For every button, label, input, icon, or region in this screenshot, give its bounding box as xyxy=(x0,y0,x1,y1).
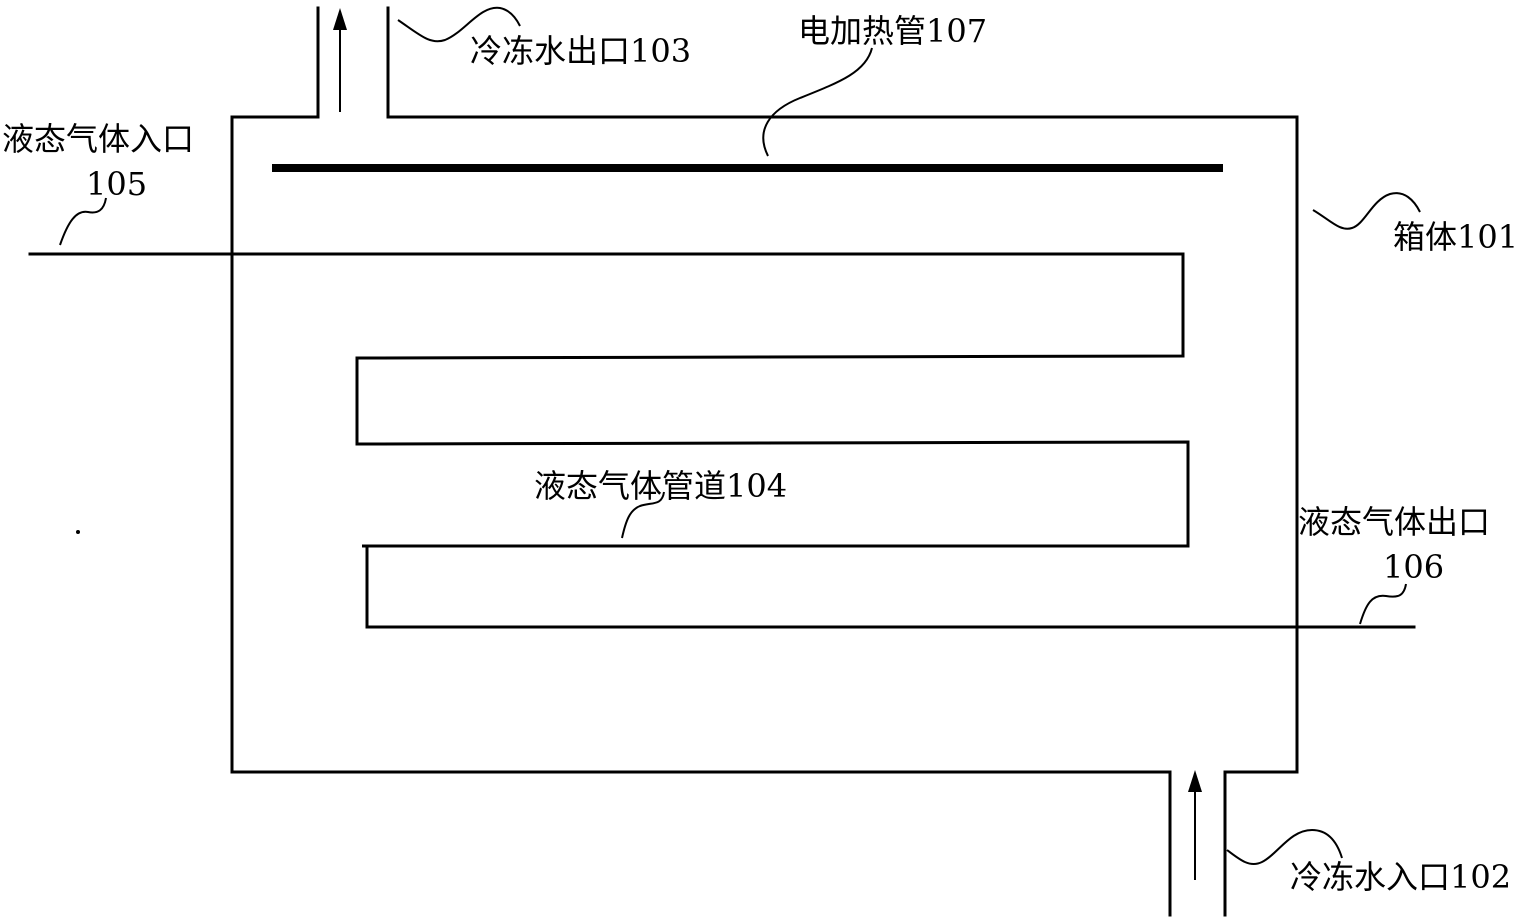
label-liquid-gas-outlet-line2: 106 xyxy=(1383,548,1444,586)
label-liquid-gas-inlet-line2: 105 xyxy=(86,165,147,203)
chilled-water-inlet-pipe xyxy=(1168,770,1227,917)
label-liquid-gas-inlet-line1: 液态气体入口 xyxy=(2,120,194,158)
leader-chilled-water-outlet xyxy=(397,6,521,43)
leader-liquid-gas-pipe xyxy=(621,491,665,539)
leader-electric-heater xyxy=(762,47,873,157)
label-box: 箱体101 xyxy=(1393,218,1518,256)
label-chilled-water-inlet: 冷冻水入口102 xyxy=(1290,858,1511,896)
box-101 xyxy=(230,115,1299,774)
liquid-gas-pipeline xyxy=(28,252,1416,629)
leader-chilled-water-inlet xyxy=(1226,828,1343,866)
box-outline-right-part xyxy=(386,115,1299,774)
leader-liquid-gas-inlet xyxy=(59,197,107,246)
label-liquid-gas-pipe: 液态气体管道104 xyxy=(534,467,787,505)
leader-lines xyxy=(59,6,1421,866)
leader-box xyxy=(1312,192,1421,230)
label-electric-heater: 电加热管107 xyxy=(798,12,987,50)
chilled-water-outlet-pipe xyxy=(316,6,390,119)
label-liquid-gas-outlet-line1: 液态气体出口 xyxy=(1298,503,1490,541)
up-arrow-icon xyxy=(333,8,347,30)
stray-dot xyxy=(76,530,80,534)
box-outline-left-part xyxy=(230,115,1172,774)
up-arrow-icon xyxy=(1188,770,1202,792)
label-chilled-water-outlet: 冷冻水出口103 xyxy=(470,32,691,70)
leader-liquid-gas-outlet xyxy=(1359,583,1407,625)
